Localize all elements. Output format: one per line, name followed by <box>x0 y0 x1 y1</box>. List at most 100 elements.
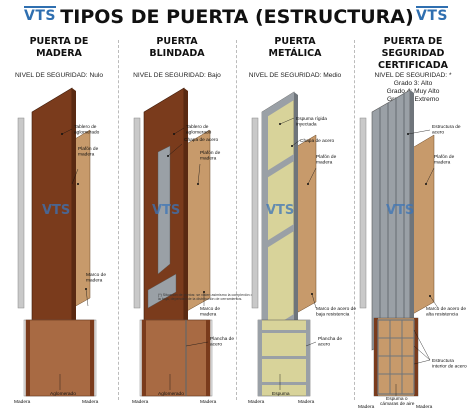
label-section-center: Aglomerado <box>50 391 76 397</box>
leader-dot <box>167 155 169 157</box>
steel-sheet-lower <box>147 273 177 309</box>
leader-line <box>173 127 185 135</box>
leader-line <box>185 341 209 347</box>
leader-line <box>413 345 431 361</box>
section-edge <box>414 318 418 396</box>
leader-line <box>167 143 183 157</box>
column-divider <box>118 40 119 400</box>
leader-line <box>413 359 431 365</box>
label-section-left: Madera <box>132 399 149 405</box>
leader-line <box>291 139 301 147</box>
column-title-line: BLINDADA <box>149 48 205 59</box>
leader-dot <box>203 291 205 293</box>
steel-stile <box>262 112 268 350</box>
door-frame <box>251 117 259 309</box>
column-title-line: CERTIFICADA <box>378 60 448 71</box>
section-edge <box>142 320 146 396</box>
column-title: PUERTA DE MADERA <box>0 36 118 60</box>
leader-dot <box>425 183 427 185</box>
logo-bar <box>24 6 56 8</box>
door-edge <box>410 90 414 332</box>
door-frame <box>17 117 25 309</box>
column-title-line: PUERTA DE <box>29 36 89 47</box>
label-section-center: Espuma <box>272 391 290 397</box>
label-section-right: Madera <box>200 399 217 405</box>
security-level-line: Grado 3: Alto <box>393 80 433 87</box>
label-steel: Chapa de acero <box>300 138 334 144</box>
logo-bar <box>416 6 448 8</box>
logo-text: VTS <box>416 8 448 24</box>
watermark: VTS <box>386 203 414 218</box>
watermark: VTS <box>152 203 180 218</box>
security-level-line: NIVEL DE SEGURIDAD: * <box>374 72 452 79</box>
label-section-left: Madera <box>14 399 31 405</box>
label-section-right: Madera <box>82 399 99 405</box>
section-rail <box>262 330 306 333</box>
column-title-line: SEGURIDAD <box>381 48 445 59</box>
column-metal-door: PUERTA METÁLICA NIVEL DE SEGURIDAD: Medi… <box>236 34 356 412</box>
security-level-line: Grado 4: Muy Alto <box>386 88 440 95</box>
section-edge <box>258 320 262 396</box>
steel-rail <box>262 154 294 181</box>
section-rail <box>262 382 306 385</box>
leader-dot <box>307 183 309 185</box>
column-divider <box>236 40 237 400</box>
leader-dot <box>85 288 87 290</box>
page-title: TIPOS DE PUERTA (ESTRUCTURA) <box>60 6 414 28</box>
leader-line <box>279 117 295 125</box>
leader-dot <box>407 133 409 135</box>
column-title-line: PUERTA <box>156 36 198 47</box>
column-title-line: MADERA <box>36 48 82 59</box>
door-edge <box>72 88 76 332</box>
section-edge <box>90 320 94 396</box>
watermark: VTS <box>42 203 70 218</box>
section-edge <box>26 320 30 396</box>
security-level: NIVEL DE SEGURIDAD: Medio <box>248 72 342 79</box>
security-level: NIVEL DE SEGURIDAD: Bajo <box>133 72 221 79</box>
leader-line <box>85 288 89 307</box>
column-title: PUERTA METÁLICA <box>236 36 354 60</box>
vts-logo-left: VTS <box>24 6 56 24</box>
leader-dot <box>61 133 63 135</box>
security-level: NIVEL DE SEGURIDAD: Nulo <box>14 72 104 79</box>
leader-line <box>407 129 431 135</box>
steel-sheet <box>157 145 171 275</box>
steel-rail <box>262 224 294 251</box>
leader-dot <box>77 183 79 185</box>
label-steel: Chapa de acero <box>184 137 218 143</box>
leader-line <box>429 295 439 309</box>
section-edge <box>374 318 378 396</box>
column-title-line: PUERTA <box>274 36 316 47</box>
leader-dot <box>173 133 175 135</box>
leader-dot <box>291 145 293 147</box>
logo-text: VTS <box>24 8 56 24</box>
leader-line <box>311 293 317 309</box>
steel-rail <box>262 92 294 120</box>
leader-dot <box>311 293 313 295</box>
door-edge <box>184 88 188 332</box>
column-title-line: METÁLICA <box>268 48 322 59</box>
label-section-left: Madera <box>248 399 265 405</box>
section-core <box>141 319 211 397</box>
door-leaf <box>31 87 73 351</box>
door-frame <box>359 117 367 309</box>
column-wood-door: PUERTA DE MADERA NIVEL DE SEGURIDAD: Nul… <box>0 34 118 412</box>
label-section-center: Aglomerado <box>158 391 184 397</box>
leader-line <box>197 163 201 185</box>
leader-line <box>305 341 317 347</box>
